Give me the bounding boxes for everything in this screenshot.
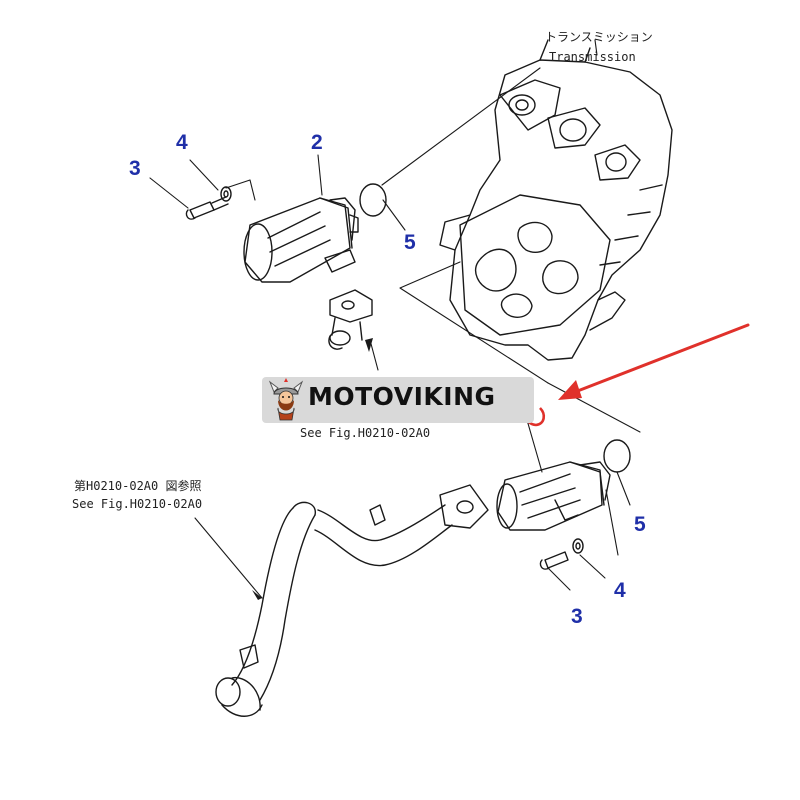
callout-4-top: 4 xyxy=(176,131,188,154)
suction-tube xyxy=(215,484,489,717)
red-arrow-icon xyxy=(558,323,750,400)
see-fig-caption-upper: See Fig.H0210-02A0 xyxy=(300,426,431,440)
brand-logo-text: MOTOVIKING xyxy=(308,382,496,411)
callout-2: 2 xyxy=(311,131,323,154)
transmission-housing xyxy=(439,39,673,361)
callout-4-bottom: 4 xyxy=(614,579,626,602)
upper-washer xyxy=(220,186,232,202)
brand-watermark xyxy=(262,377,534,423)
transmission-label-jp: トランスミッション xyxy=(545,30,653,44)
callout-3-bottom: 3 xyxy=(571,605,583,628)
reference-label-jp: 第H0210-02A0 図参照 xyxy=(74,479,202,493)
lower-bolt xyxy=(539,551,569,570)
lower-pump xyxy=(496,461,611,531)
transmission-label-en: Transmission xyxy=(549,50,636,64)
upper-bolt xyxy=(185,196,229,220)
callout-5-bottom: 5 xyxy=(634,513,646,536)
lower-washer xyxy=(572,538,584,554)
upper-o-ring xyxy=(359,183,387,217)
leader-lines xyxy=(149,39,641,599)
callout-3-top: 3 xyxy=(129,157,141,180)
leader-arrowheads xyxy=(252,338,373,600)
upper-pump xyxy=(243,197,373,350)
callout-5-top: 5 xyxy=(404,231,416,254)
viking-mascot-icon xyxy=(268,378,304,421)
lower-o-ring xyxy=(603,439,631,473)
see-fig-caption-lower: See Fig.H0210-02A0 xyxy=(72,497,203,511)
